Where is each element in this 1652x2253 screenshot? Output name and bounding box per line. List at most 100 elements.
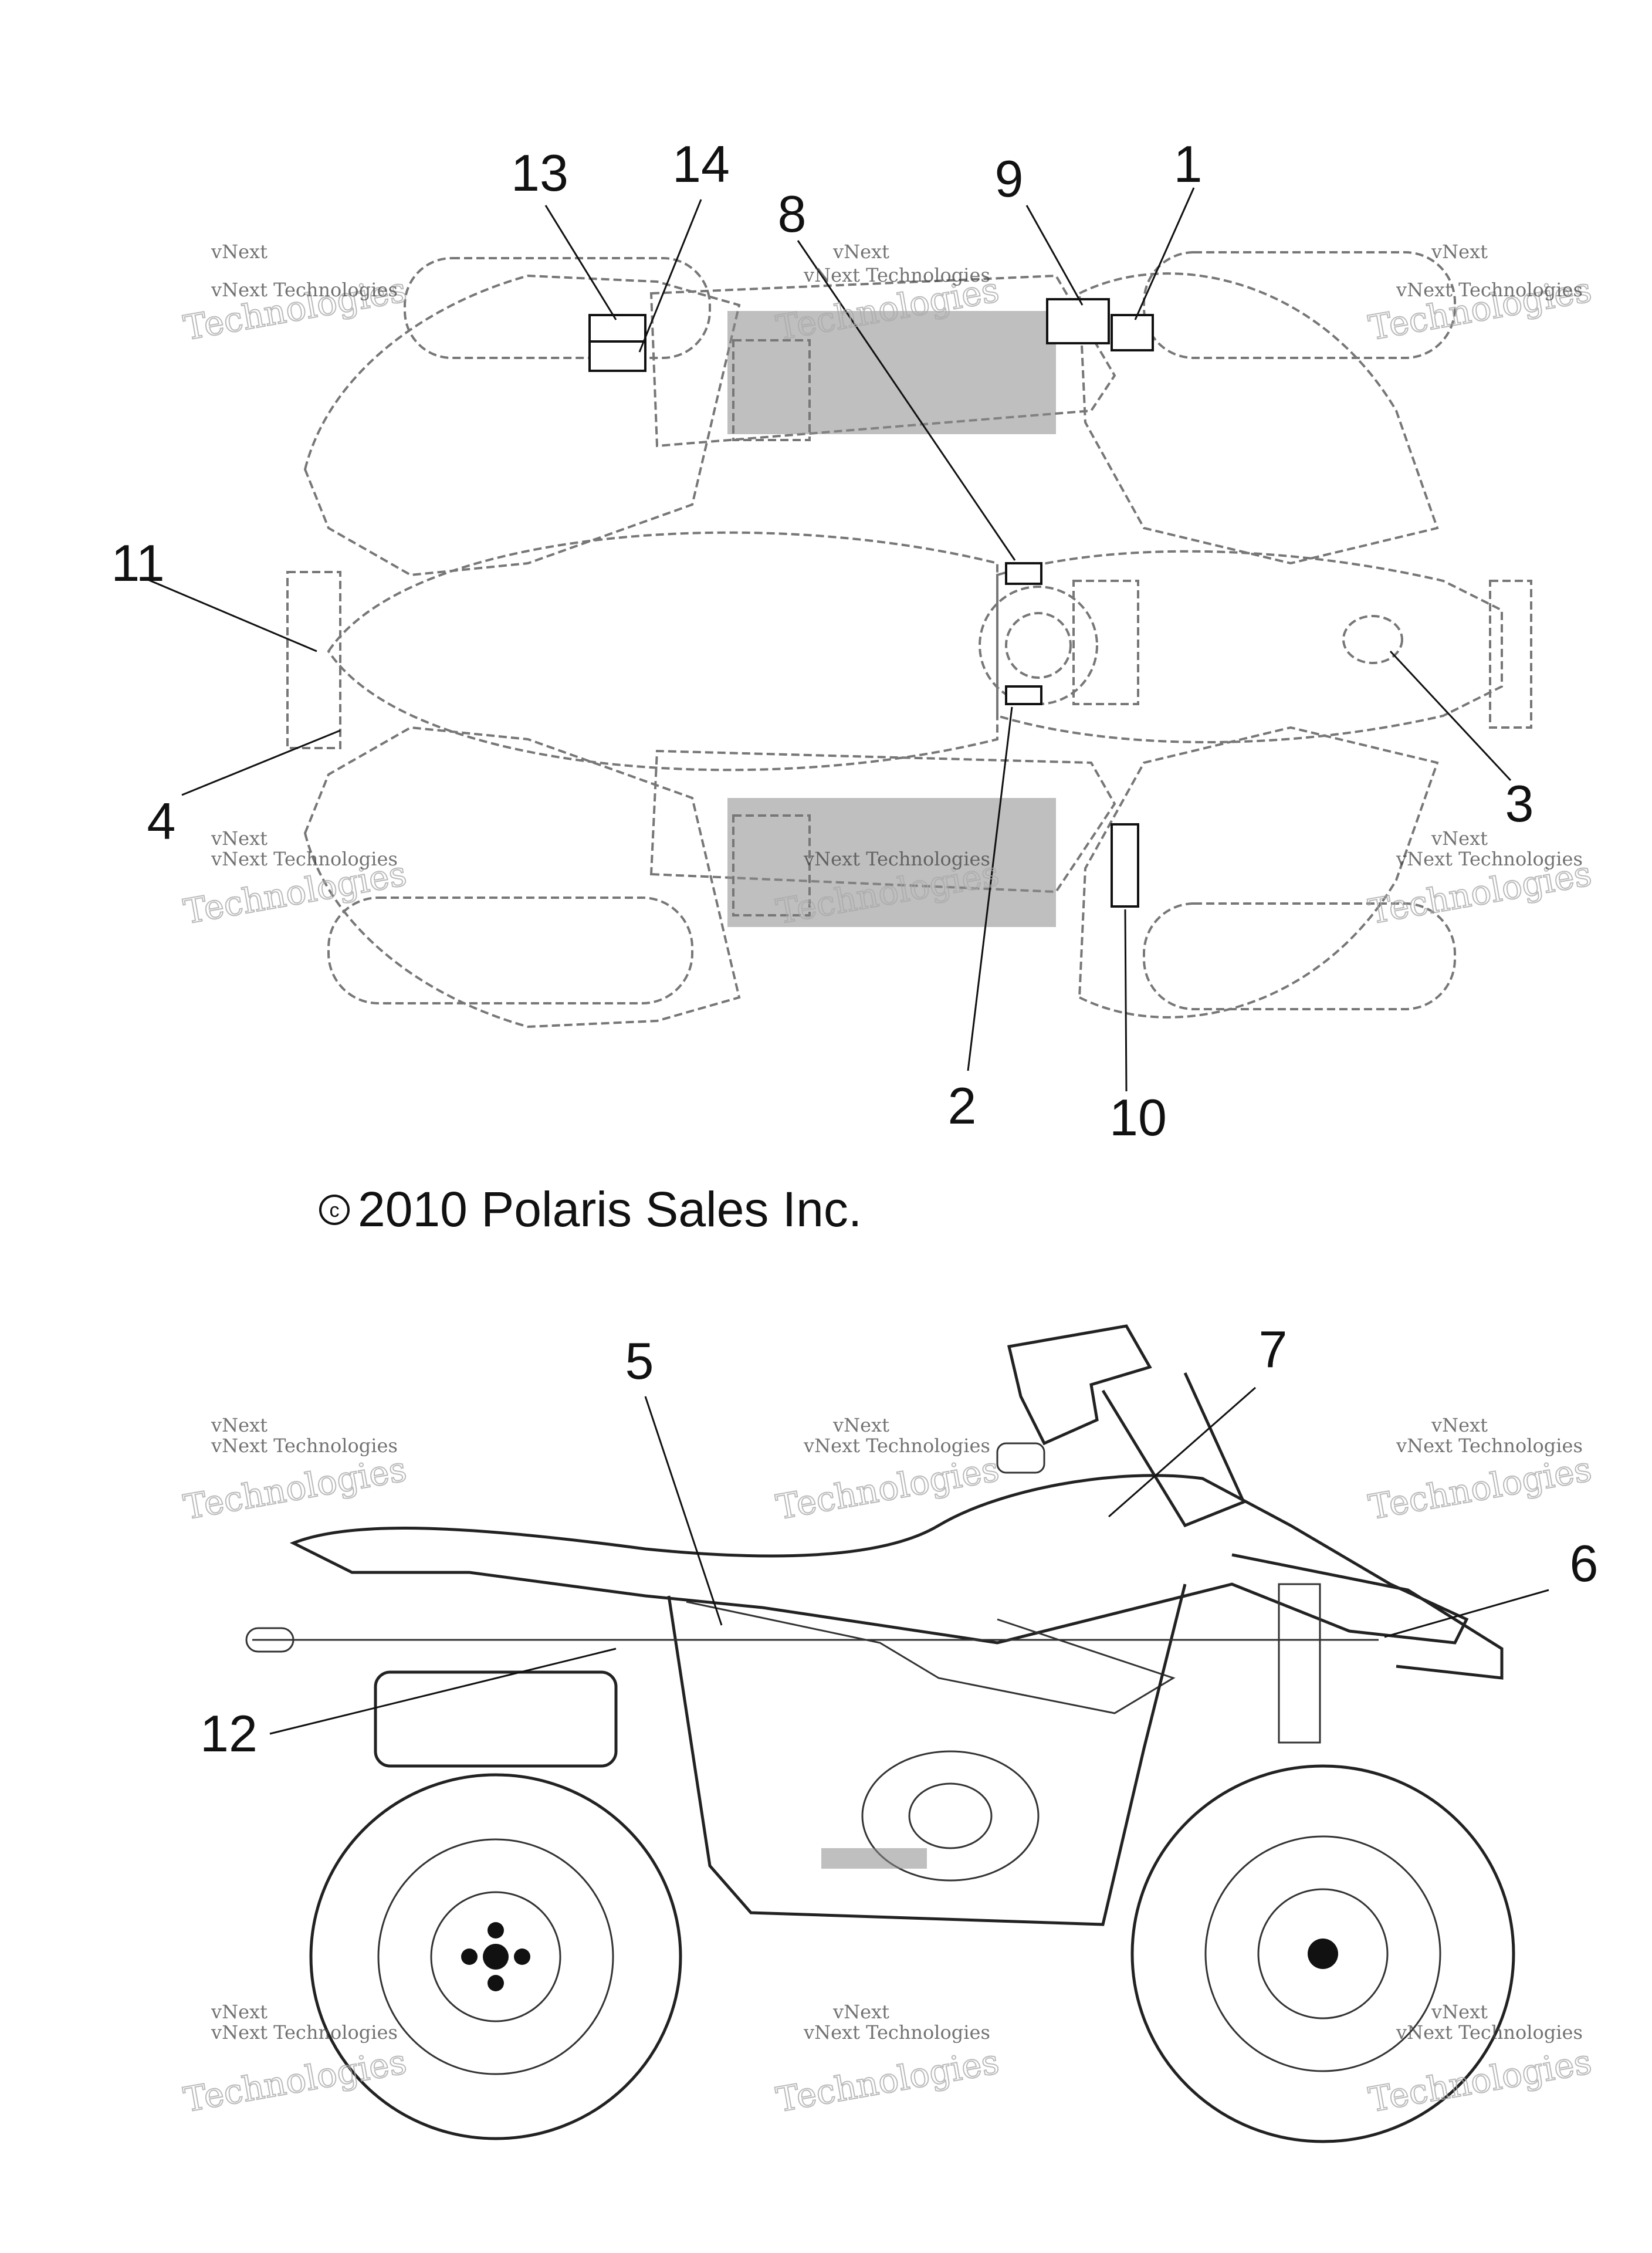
decal-8 [1005, 562, 1042, 585]
watermark-small-top: vNext [211, 827, 268, 850]
headlight-outline [1342, 615, 1403, 664]
decal-10 [1111, 823, 1139, 908]
rear-grab-bar [245, 1627, 294, 1653]
watermark-small-top: vNext [211, 2001, 268, 2023]
rear-storage-box [374, 1670, 618, 1768]
copyright-text: 2010 Polaris Sales Inc. [358, 1182, 862, 1237]
leader-12 [269, 1648, 617, 1735]
watermark-small-top: vNext [1431, 241, 1488, 263]
front-rim [1204, 1835, 1441, 2072]
decal-2 [1005, 685, 1042, 705]
rear-lug-2 [514, 1948, 530, 1965]
seat-outline [327, 531, 998, 772]
leader-2 [967, 706, 1013, 1071]
watermark-small-top: vNext [832, 2001, 889, 2023]
rear-wheel [309, 1773, 682, 2140]
watermark-12: Technologies vNext vNext Technologies [1365, 2001, 1595, 2120]
leader-5 [644, 1396, 723, 1626]
watermark-small-top: vNext [211, 1414, 268, 1436]
rear-lug-1 [461, 1948, 478, 1965]
rear-hub [430, 1891, 561, 2022]
left-footwell-outline [649, 274, 1116, 448]
leader-10 [1124, 909, 1128, 1092]
decal-1 [1111, 314, 1154, 351]
rear-left-wheel-outline [404, 257, 711, 359]
watermark-large: Technologies [1366, 1449, 1595, 1528]
steering-column [1101, 1372, 1246, 1528]
decal-14 [588, 340, 646, 372]
front-bumper-outline [1489, 580, 1532, 729]
rear-right-wheel-outline [327, 897, 693, 1004]
watermark-small: vNext Technologies [211, 2021, 398, 2044]
leader-13 [544, 205, 617, 320]
watermark-small: vNext Technologies [803, 1435, 990, 1457]
watermark-small-top: vNext [211, 241, 268, 263]
handlebar-outline [1072, 580, 1139, 705]
watermark-large: Technologies [773, 1449, 1002, 1528]
watermark-large: Technologies [181, 1449, 409, 1528]
watermark-small-top: vNext [1431, 1414, 1488, 1436]
leader-1 [1134, 187, 1195, 320]
callout-2: 2 [948, 1077, 977, 1135]
top-view [143, 187, 1532, 1092]
watermark-small: vNext Technologies [1396, 1435, 1583, 1457]
callout-14: 14 [672, 135, 730, 193]
leader-11 [143, 577, 317, 652]
front-right-fender-outline [1078, 726, 1439, 1019]
callout-5: 5 [625, 1332, 654, 1390]
callout-7: 7 [1259, 1320, 1288, 1378]
watermark-small-top: vNext [832, 241, 889, 263]
watermark-7: Technologies vNext vNext Technologies [180, 1414, 410, 1528]
seat-and-body [289, 1474, 1469, 1645]
watermark-6: Technologies vNext vNext Technologies [1365, 827, 1595, 932]
watermark-small-top: vNext [1431, 2001, 1488, 2023]
leader-3 [1389, 650, 1512, 782]
callout-12: 12 [200, 1704, 258, 1763]
left-footrest-detail [732, 339, 811, 441]
rear-axle-nut [483, 1944, 509, 1970]
watermark-small: vNext Technologies [1396, 279, 1583, 301]
callout-11: 11 [111, 534, 164, 592]
watermark-small: vNext Technologies [211, 848, 398, 870]
watermark-10: Technologies vNext vNext Technologies [180, 2001, 410, 2120]
front-hub [1257, 1888, 1389, 2019]
watermark-4: Technologies vNext vNext Technologies [180, 827, 410, 932]
leader-14 [638, 199, 702, 353]
callout-8: 8 [778, 185, 807, 243]
fuel-cap [996, 1442, 1045, 1474]
watermark-5: Technologies vNext Technologies [773, 848, 1003, 932]
watermark-1: Technologies vNext vNext Technologies [180, 241, 410, 349]
watermark-large: Technologies [1366, 2042, 1595, 2120]
front-shock [1278, 1583, 1321, 1744]
callout-6: 6 [1570, 1534, 1599, 1592]
rear-lug-4 [488, 1975, 504, 1991]
front-hood-outline [996, 550, 1503, 743]
right-footrest-tread [727, 798, 1056, 927]
leader-6 [1384, 1589, 1549, 1638]
front-nose [1231, 1553, 1504, 1680]
rear-lug-3 [488, 1922, 504, 1939]
front-axle-nut [1308, 1939, 1338, 1969]
decal-9 [1046, 298, 1110, 344]
rear-right-fender-outline [303, 726, 741, 1029]
right-footrest-detail [732, 814, 811, 916]
watermark-3: Technologies vNext vNext Technologies [1365, 241, 1595, 349]
callout-4: 4 [147, 792, 176, 850]
watermark-9: Technologies vNext vNext Technologies [1365, 1414, 1595, 1528]
watermarks: Technologies vNext vNext Technologies Te… [180, 241, 1595, 2120]
front-left-fender-outline [1078, 272, 1439, 565]
leader-4 [181, 729, 341, 796]
gas-tank-cap-inner [1005, 612, 1072, 679]
watermark-small: vNext Technologies [1396, 2021, 1583, 2044]
decal-13 [588, 314, 646, 343]
watermark-large: Technologies [773, 2042, 1002, 2120]
callout-13: 13 [511, 144, 568, 202]
callout-1: 1 [1174, 135, 1203, 193]
front-right-wheel-outline [1143, 902, 1456, 1010]
rear-left-fender-outline [303, 274, 741, 577]
front-left-wheel-outline [1143, 251, 1456, 359]
front-wheel [1130, 1764, 1515, 2143]
watermark-small: vNext Technologies [803, 2021, 990, 2044]
